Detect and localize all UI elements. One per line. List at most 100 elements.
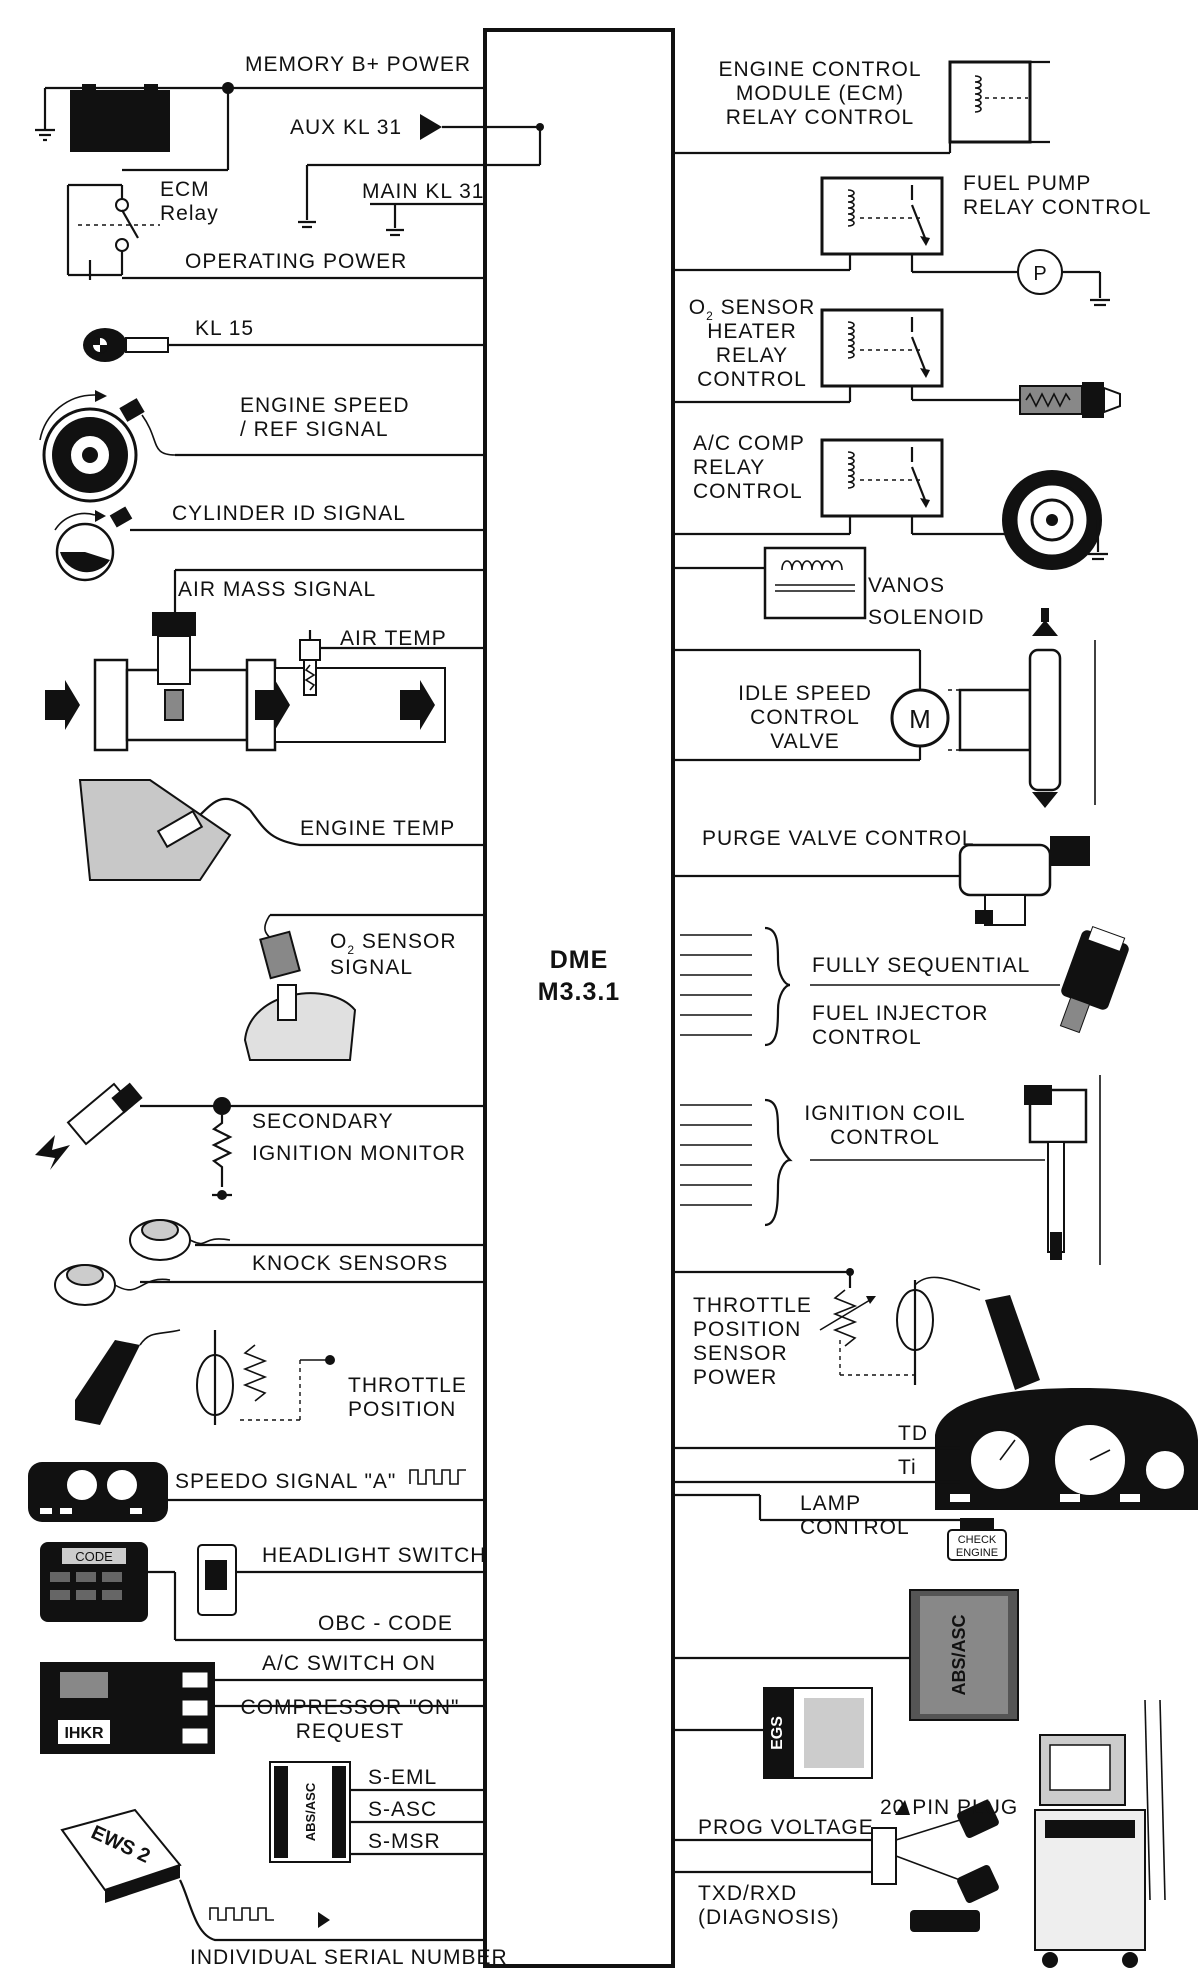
o2-heater-element-icon [1019, 382, 1121, 418]
diagnostic-plug-icon [871, 1800, 999, 1932]
ecm-relay-coil-icon [948, 60, 1050, 144]
fuel-injector-label-1: FUEL INJECTOR [812, 1002, 988, 1025]
headlight-switch-icon [197, 1544, 237, 1616]
td-label: TD [898, 1422, 928, 1445]
air-temp-label: AIR TEMP [340, 627, 447, 650]
obc-code-text: CODE [75, 1549, 113, 1564]
ac-comp-relay-icon [820, 438, 944, 518]
serial-number-label: INDIVIDUAL SERIAL NUMBER [190, 1946, 508, 1969]
idle-speed-label-3: VALVE [770, 730, 840, 753]
ecm-relay-label-1: ECM [160, 178, 210, 201]
dme-title: DME [550, 946, 609, 974]
throttle-position-label-2: POSITION [348, 1398, 456, 1421]
cam-sensor-icon [54, 506, 133, 582]
tps-sensor-icon [819, 1276, 1040, 1390]
ihkr-panel-icon: IHKR [40, 1662, 215, 1754]
ac-comp-label-2: RELAY [693, 456, 765, 479]
coolant-temp-sensor-icon [78, 779, 485, 881]
s-asc-label: S-ASC [368, 1798, 437, 1821]
tps-power-label-2: POSITION [693, 1318, 801, 1341]
air-temp-sensor-icon [299, 639, 321, 696]
engine-speed-label-2: / REF SIGNAL [240, 418, 389, 441]
fuel-pump-label-2: RELAY CONTROL [963, 196, 1151, 219]
lamp-control-label-2: CONTROL [800, 1516, 910, 1539]
diagnostic-tester-icon [1034, 1699, 1166, 1968]
check-engine-text-1: CHECK [958, 1534, 997, 1546]
ti-label: Ti [898, 1456, 917, 1479]
ews-module-icon: EWS 2 [60, 1808, 182, 1903]
throttle-pedal-icon [75, 1329, 330, 1425]
o2-heater-label-2: HEATER [707, 320, 797, 343]
ignition-key-icon [83, 328, 169, 362]
idle-valve-icon: M [890, 608, 1062, 808]
idle-speed-label-2: CONTROL [750, 706, 860, 729]
purge-valve-label: PURGE VALVE CONTROL [702, 827, 975, 850]
air-mass-label: AIR MASS SIGNAL [178, 578, 376, 601]
speedo-signal-label: SPEEDO SIGNAL "A" [175, 1470, 396, 1493]
ecm-relay-label-2: Relay [160, 202, 219, 225]
ecm-relay-control-label-3: RELAY CONTROL [726, 106, 914, 129]
s-msr-label: S-MSR [368, 1830, 441, 1853]
aux-kl31-label: AUX KL 31 [290, 116, 402, 139]
vanos-label-2: SOLENOID [868, 606, 985, 629]
plug-label: 20 PIN PLUG [880, 1796, 1018, 1819]
tps-power-label-4: POWER [693, 1366, 777, 1389]
instrument-cluster-left-icon [28, 1462, 168, 1522]
engine-speed-label-1: ENGINE SPEED [240, 394, 410, 417]
tps-power-label-1: THROTTLE [693, 1294, 812, 1317]
fuel-pump-relay-icon [820, 176, 944, 256]
tps-power-label-3: SENSOR [693, 1342, 788, 1365]
kl15-label: KL 15 [195, 317, 254, 340]
secondary-ignition-label-1: SECONDARY [252, 1110, 394, 1133]
idle-speed-label-1: IDLE SPEED [738, 682, 872, 705]
o2-signal-label-1: O2 SENSOR [330, 930, 457, 957]
dme-model: M3.3.1 [538, 978, 620, 1006]
operating-power-label: OPERATING POWER [185, 250, 407, 273]
abs-asc-right-text: ABS/ASC [949, 1614, 969, 1695]
o2-heater-label-4: CONTROL [697, 368, 807, 391]
memory-power-label: MEMORY B+ POWER [245, 53, 471, 76]
aux-kl31-arrow-icon [420, 114, 442, 140]
obc-code-label: OBC - CODE [318, 1612, 453, 1635]
serial-wave-icon [209, 1907, 274, 1921]
o2-heater-label-3: RELAY [716, 344, 788, 367]
square-wave-icon [409, 1469, 466, 1485]
check-engine-text-2: ENGINE [956, 1547, 998, 1559]
txd-rxd-label-1: TXD/RXD [698, 1882, 797, 1905]
fuel-injector-label-2: CONTROL [812, 1026, 922, 1049]
purge-valve-icon [958, 836, 1090, 926]
ihkr-text: IHKR [64, 1725, 104, 1742]
ignition-coil-lines [680, 1098, 793, 1227]
headlight-switch-label: HEADLIGHT SWITCH [262, 1544, 486, 1567]
egs-text: EGS [769, 1716, 786, 1750]
ignition-coil-label-1: IGNITION COIL [804, 1102, 965, 1125]
ecm-relay-control-label-1: ENGINE CONTROL [718, 58, 921, 81]
o2-sensor-icon [243, 930, 357, 1061]
motor-symbol: M [909, 704, 931, 734]
check-engine-lamp-icon: CHECK ENGINE [947, 1518, 1007, 1561]
knock-sensors-label: KNOCK SENSORS [252, 1252, 448, 1275]
lamp-control-label-1: LAMP [800, 1492, 861, 1515]
compressor-request-label-1: COMPRESSOR "ON" [241, 1696, 460, 1719]
vanos-label-1: VANOS [868, 574, 945, 597]
fuel-pump-label-1: FUEL PUMP [963, 172, 1091, 195]
compressor-request-label-2: REQUEST [296, 1720, 405, 1743]
secondary-ignition-label-2: IGNITION MONITOR [252, 1142, 466, 1165]
abs-asc-module-left-icon: ABS/ASC [269, 1761, 351, 1863]
o2-heater-relay-icon [820, 308, 944, 388]
ignition-coil-label-2: CONTROL [830, 1126, 940, 1149]
engine-temp-label: ENGINE TEMP [300, 817, 455, 840]
main-kl31-label: MAIN KL 31 [362, 180, 484, 203]
knock-sensors-icon [54, 1219, 231, 1306]
crank-sensor-icon [39, 390, 176, 503]
ecm-relay-control-label-2: MODULE (ECM) [736, 82, 904, 105]
fuel-injector-icon [1059, 925, 1129, 1034]
ignition-coil-icon [1024, 1085, 1088, 1260]
ecm-relay-icon [66, 168, 228, 280]
s-eml-label: S-EML [368, 1766, 437, 1789]
ac-switch-label: A/C SWITCH ON [262, 1652, 436, 1675]
spark-plug-icon [35, 1082, 143, 1170]
dme-module-box [483, 28, 675, 1968]
instrument-cluster-right-icon [935, 1388, 1198, 1510]
vanos-solenoid-icon [763, 546, 867, 620]
